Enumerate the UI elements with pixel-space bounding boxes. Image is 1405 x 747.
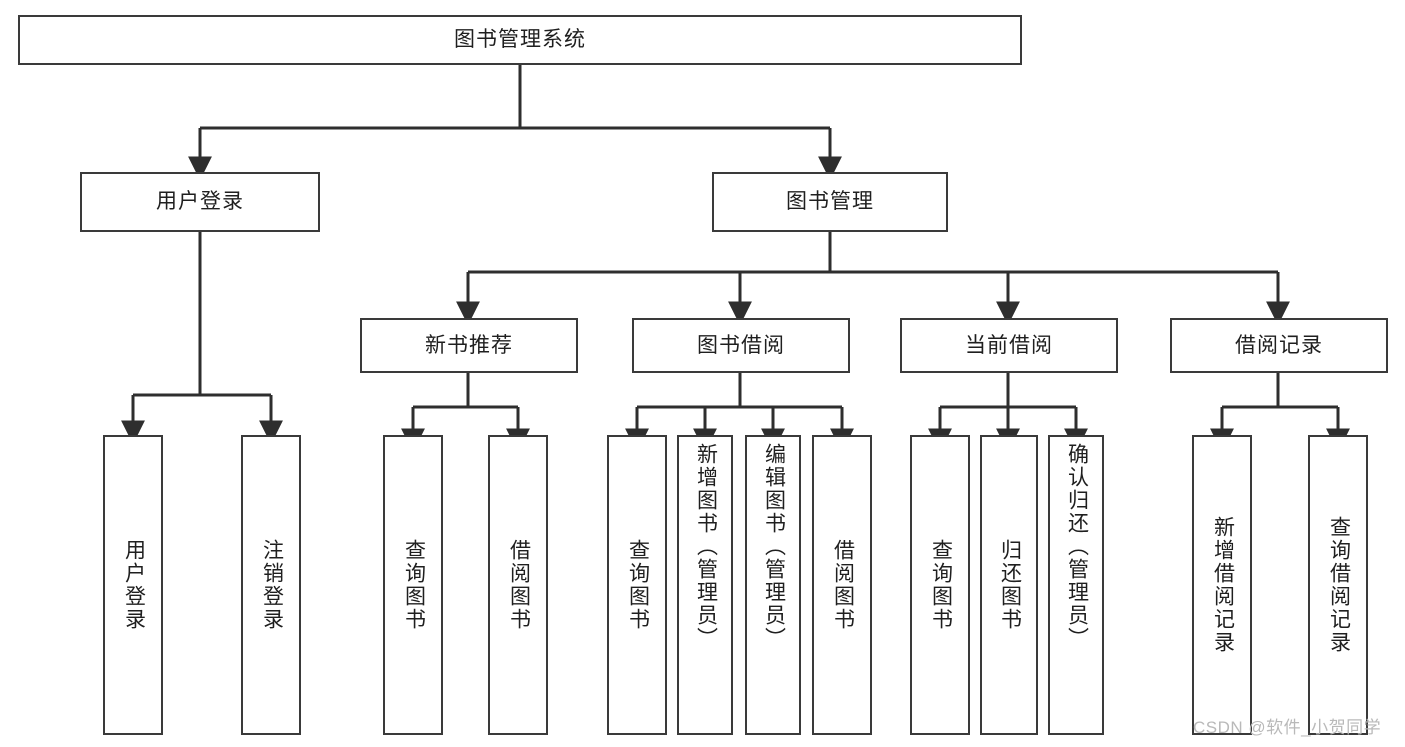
leaf-query-book-current[interactable]: 查询图书 <box>910 435 970 735</box>
leaf-add-book-admin[interactable]: 新增图书（管理员） <box>677 435 733 735</box>
leaf-borrow-book-recommend[interactable]: 借阅图书 <box>488 435 548 735</box>
node-book-management-label: 图书管理 <box>786 190 874 214</box>
leaf-borrow-book-recommend-label: 借阅图书 <box>507 539 531 631</box>
leaf-query-book-recommend-label: 查询图书 <box>402 539 426 631</box>
leaf-confirm-return-admin-label: 确认归还（管理员） <box>1065 443 1089 650</box>
node-book-management[interactable]: 图书管理 <box>712 172 948 232</box>
leaf-edit-book-admin-label: 编辑图书（管理员） <box>762 443 786 650</box>
leaf-logout[interactable]: 注销登录 <box>241 435 301 735</box>
leaf-add-borrow-record-label: 新增借阅记录 <box>1211 516 1235 654</box>
node-borrow-record-label: 借阅记录 <box>1235 333 1323 357</box>
node-user-login-label: 用户登录 <box>156 190 244 214</box>
node-root[interactable]: 图书管理系统 <box>18 15 1022 65</box>
leaf-query-borrow-record[interactable]: 查询借阅记录 <box>1308 435 1368 735</box>
leaf-user-login[interactable]: 用户登录 <box>103 435 163 735</box>
leaf-query-borrow-record-label: 查询借阅记录 <box>1327 516 1351 654</box>
node-book-borrow-label: 图书借阅 <box>697 333 785 357</box>
node-current-borrow[interactable]: 当前借阅 <box>900 318 1118 373</box>
leaf-query-book-current-label: 查询图书 <box>929 539 953 631</box>
node-new-book-recommend-label: 新书推荐 <box>425 333 513 357</box>
leaf-query-book-recommend[interactable]: 查询图书 <box>383 435 443 735</box>
leaf-user-login-label: 用户登录 <box>122 539 146 631</box>
node-user-login[interactable]: 用户登录 <box>80 172 320 232</box>
leaf-borrow-book-label: 借阅图书 <box>831 539 855 631</box>
leaf-query-book-borrow-label: 查询图书 <box>626 539 650 631</box>
node-new-book-recommend[interactable]: 新书推荐 <box>360 318 578 373</box>
node-book-borrow[interactable]: 图书借阅 <box>632 318 850 373</box>
node-borrow-record[interactable]: 借阅记录 <box>1170 318 1388 373</box>
leaf-return-book-label: 归还图书 <box>998 539 1022 631</box>
node-root-label: 图书管理系统 <box>454 28 586 52</box>
leaf-logout-label: 注销登录 <box>260 539 284 631</box>
watermark: CSDN @软件_小贺同学 <box>1193 718 1382 737</box>
node-current-borrow-label: 当前借阅 <box>965 333 1053 357</box>
leaf-add-borrow-record[interactable]: 新增借阅记录 <box>1192 435 1252 735</box>
leaf-edit-book-admin[interactable]: 编辑图书（管理员） <box>745 435 801 735</box>
leaf-borrow-book[interactable]: 借阅图书 <box>812 435 872 735</box>
leaf-add-book-admin-label: 新增图书（管理员） <box>694 443 718 650</box>
leaf-return-book[interactable]: 归还图书 <box>980 435 1038 735</box>
leaf-confirm-return-admin[interactable]: 确认归还（管理员） <box>1048 435 1104 735</box>
leaf-query-book-borrow[interactable]: 查询图书 <box>607 435 667 735</box>
